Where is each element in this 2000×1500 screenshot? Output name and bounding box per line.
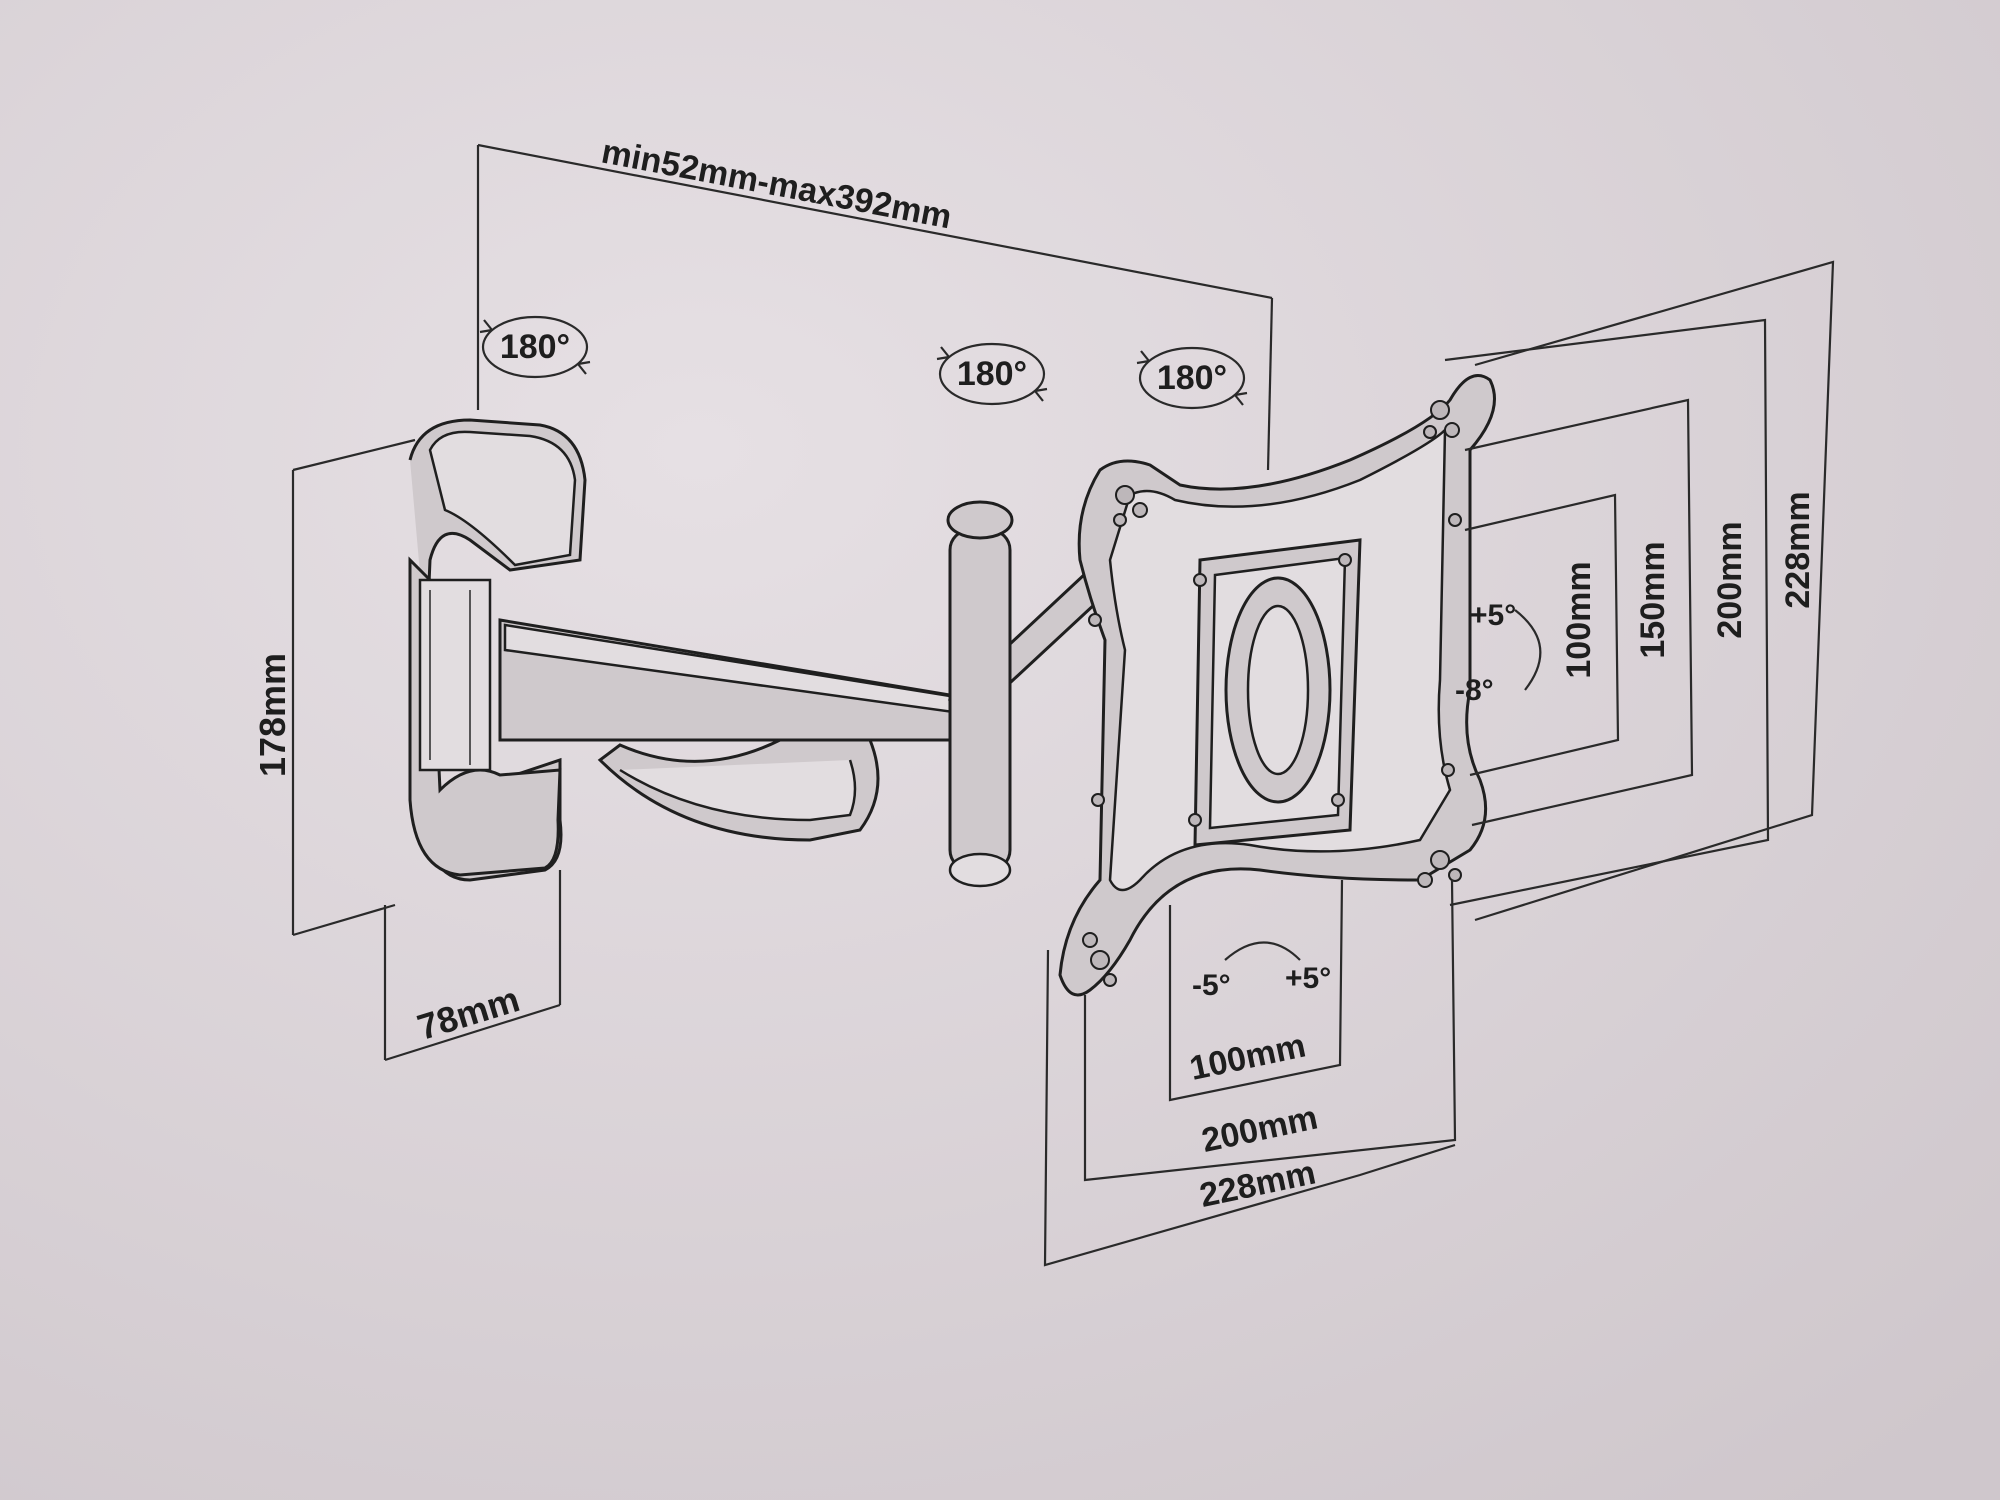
vesa-v-100: 100mm [1560, 561, 1598, 678]
articulating-arm [498, 500, 1112, 888]
vesa-v-150: 150mm [1634, 541, 1672, 658]
rotation-badge-wall: 180° [479, 315, 591, 379]
rotation-label-3: 180° [1157, 359, 1227, 397]
vesa-v-228: 228mm [1779, 491, 1817, 608]
rotation-label-2: 180° [957, 355, 1027, 393]
rotation-badge-head: 180° [1136, 346, 1248, 410]
vesa-vertical-dimensions: 100mm 150mm 200mm 228mm [1444, 260, 1835, 922]
tilt-up-label: +5° [1470, 599, 1516, 632]
rotation-label-1: 180° [500, 328, 570, 366]
rotation-badge-arm: 180° [936, 342, 1048, 406]
tilt-down-label: -8° [1455, 674, 1494, 707]
mounting-holes [1082, 400, 1462, 987]
tilt-indicator: +5° -8° [1455, 599, 1542, 707]
swivel-indicator: -5° +5° [1192, 941, 1331, 1002]
vesa-head-plate [1058, 374, 1496, 997]
height-label: 178mm [252, 653, 293, 777]
swivel-right-label: +5° [1285, 962, 1331, 995]
vesa-v-200: 200mm [1711, 521, 1749, 638]
wall-plate [408, 418, 587, 882]
swivel-left-label: -5° [1192, 969, 1231, 1002]
